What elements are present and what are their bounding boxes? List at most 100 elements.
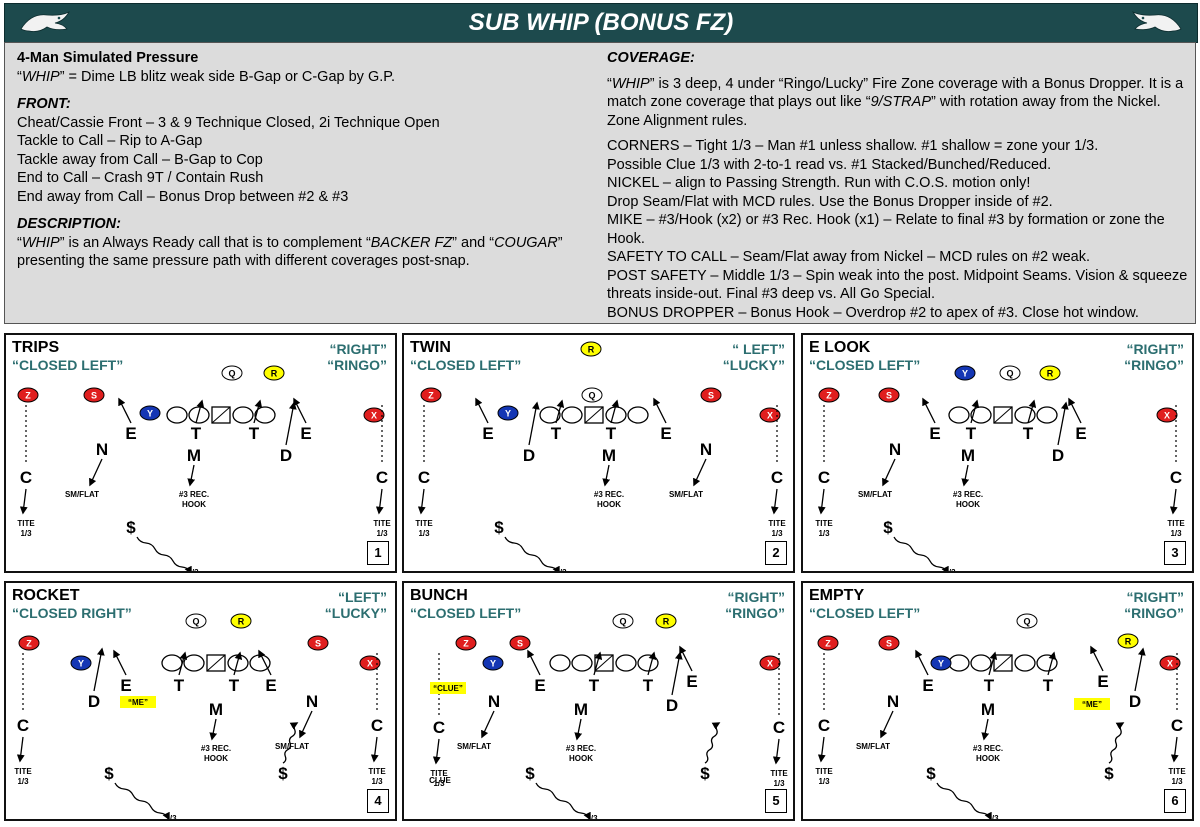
receiver-s [83, 387, 105, 403]
zone-label: HOOK [569, 754, 593, 763]
receiver-y [70, 655, 92, 671]
center-mark [211, 406, 231, 424]
front-rule-line: Cheat/Cassie Front – 3 & 9 Technique Clo… [17, 114, 440, 131]
rush-arrow [258, 649, 272, 676]
defender-tackle: T [249, 424, 260, 443]
panel-title: BUNCH [410, 587, 468, 604]
header-banner: SUB WHIP (BONUS FZ) [4, 3, 1198, 43]
rush-arrow [555, 399, 565, 424]
front-rules-list: Cheat/Cassie Front – 3 & 9 Technique Clo… [17, 114, 577, 207]
receiver-label: Y [938, 659, 944, 669]
receiver-r [1039, 365, 1061, 381]
zone-label: TITE [815, 519, 833, 528]
receiver-z [818, 387, 840, 403]
receiver-label: R [238, 617, 245, 627]
receiver-label: X [767, 659, 773, 669]
panel-number: 1 [367, 541, 389, 565]
coverage-rule-line: CORNERS – Tight 1/3 – Man #1 unless shal… [607, 138, 1099, 154]
hook-drop [981, 718, 990, 741]
rush-arrow [1027, 399, 1037, 424]
receiver-r [580, 341, 602, 357]
receiver-q [221, 365, 243, 381]
front-rule-line: Tackle away from Call – B-Gap to Cop [17, 151, 263, 168]
center-mark [206, 654, 226, 672]
callout-tag [430, 682, 466, 694]
offensive-lineman [970, 654, 992, 672]
drop-arrow [817, 736, 826, 763]
panel-coverage: “RINGO” [327, 357, 387, 373]
offensive-lineman [539, 406, 561, 424]
zone-label: #3 REC. [566, 744, 596, 753]
offensive-lineman [254, 406, 276, 424]
receiver-r [655, 613, 677, 629]
panel-number: 4 [367, 789, 389, 813]
coverage-rule-line: NICKEL – align to Passing Strength. Run … [607, 175, 1031, 191]
rush-arrow [293, 397, 307, 424]
zone-label: #3 REC. [973, 744, 1003, 753]
defender-corner: C [418, 468, 430, 487]
receiver-x [759, 407, 781, 423]
hook-drop [209, 718, 218, 741]
receiver-label: S [886, 391, 892, 401]
receiver-label: R [1047, 369, 1054, 379]
receiver-z [420, 387, 442, 403]
defender-tackle: T [1043, 676, 1054, 695]
zone-label: TITE [768, 519, 786, 528]
receiver-label: Z [26, 639, 32, 649]
rush-arrow [970, 399, 980, 424]
offensive-lineman [549, 654, 571, 672]
safety-rotation [504, 536, 560, 571]
defender-end: E [1075, 424, 1086, 443]
blitz-arrow [93, 647, 105, 692]
zone-label: #3 REC. [201, 744, 231, 753]
pressure-title: 4-Man Simulated Pressure [17, 50, 199, 66]
defender-end: E [300, 424, 311, 443]
flat-drop [299, 710, 313, 739]
coverage-rule-line: MIKE – #3/Hook (x2) or #3 Rec. Hook (x1)… [607, 212, 1165, 247]
defender-corner: C [771, 468, 783, 487]
defender-tackle: T [606, 424, 617, 443]
offensive-lineman [561, 406, 583, 424]
receiver-label: Z [25, 391, 31, 401]
defender-corner: C [20, 468, 32, 487]
offensive-lineman [571, 654, 593, 672]
zone-label: 1/3 [773, 779, 785, 788]
coverage-rule-line: SAFETY TO CALL – Seam/Flat away from Nic… [607, 249, 1090, 265]
zone-label: TITE [415, 519, 433, 528]
defender-corner: C [1171, 716, 1183, 735]
safety-drop [282, 722, 299, 764]
defender-corner: C [17, 716, 29, 735]
zone-label: HOOK [976, 754, 1000, 763]
safety-drop [1108, 722, 1125, 764]
defender-safety: $ [700, 764, 710, 783]
zone-label: 1/3 [818, 529, 830, 538]
rush-arrow [647, 651, 657, 676]
receiver-q [185, 613, 207, 629]
offensive-lineman [1014, 654, 1036, 672]
receiver-label: Z [825, 639, 831, 649]
defender-mike: M [602, 446, 616, 465]
defender-nickel: N [488, 692, 500, 711]
safety-drop [704, 722, 721, 764]
receiver-label: S [708, 391, 714, 401]
zone-label: 1/3 [187, 568, 199, 573]
panel-call: “RIGHT” [1126, 341, 1184, 357]
defender-nickel: N [700, 440, 712, 459]
receiver-y [497, 405, 519, 421]
flat-drop [693, 458, 707, 487]
receiver-label: X [367, 659, 373, 669]
zone-label: TITE [1168, 767, 1186, 776]
offensive-lineman [1036, 406, 1058, 424]
panel-call: “RIGHT” [329, 341, 387, 357]
panel-title: TRIPS [12, 339, 60, 356]
defender-mike: M [981, 700, 995, 719]
rush-arrow [527, 649, 541, 676]
defender-nickel: N [306, 692, 318, 711]
coverage-header: COVERAGE: [607, 50, 695, 66]
receiver-q [1016, 613, 1038, 629]
rush-arrow [922, 397, 936, 424]
defender-mike: M [187, 446, 201, 465]
